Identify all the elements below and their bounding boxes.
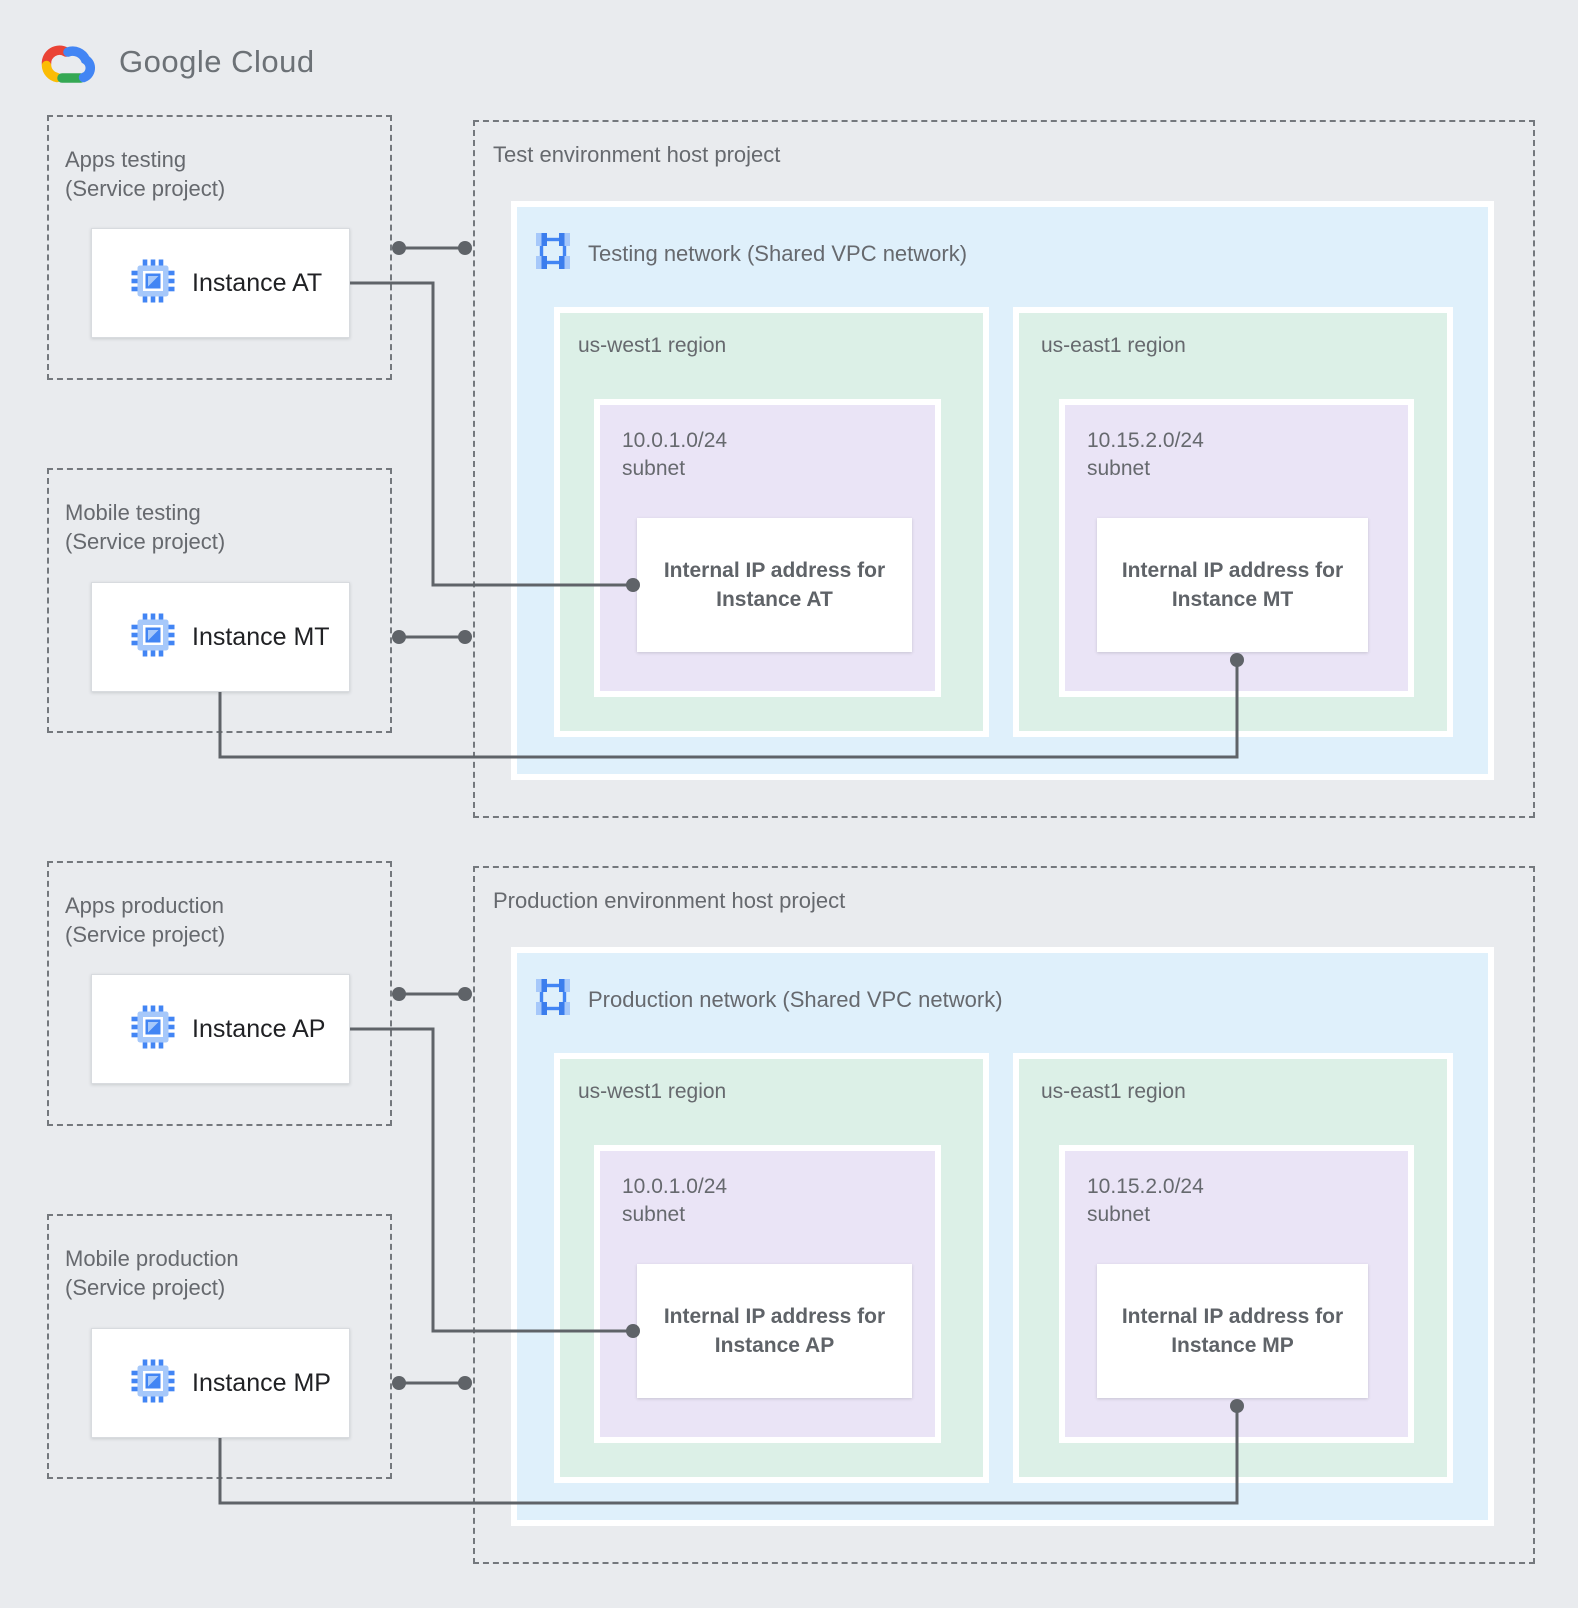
connector-dot <box>392 987 406 1001</box>
region-label-us-east1: us-east1 region <box>1041 1080 1186 1103</box>
service-project-name: Mobile production <box>65 1246 239 1271</box>
subnet-word: subnet <box>622 1203 686 1226</box>
connector-dot <box>392 241 406 255</box>
vpc-icon-slot <box>533 977 573 1022</box>
region-label-us-west1: us-west1 region <box>578 1080 727 1103</box>
subnet-label-west: 10.0.1.0/24 subnet <box>622 1173 727 1229</box>
instance-card-mt: Instance MT <box>91 582 350 692</box>
ip-line1: Internal IP address for <box>1121 1305 1344 1328</box>
instance-card-at: Instance AT <box>91 228 350 338</box>
instance-name: Instance MT <box>192 622 330 651</box>
connector-dot <box>392 1376 406 1390</box>
vpc-network-icon <box>536 233 570 269</box>
ip-line1: Internal IP address for <box>1121 559 1344 582</box>
chip-icon-slot <box>130 1004 176 1055</box>
instance-name: Instance MP <box>192 1368 331 1397</box>
subnet-label-east: 10.15.2.0/24 subnet <box>1087 427 1204 483</box>
compute-instance-icon <box>131 1005 175 1048</box>
instance-card-mp: Instance MP <box>91 1328 350 1438</box>
service-project-type: (Service project) <box>65 922 226 947</box>
service-project-type: (Service project) <box>65 176 226 201</box>
network-label: Production network (Shared VPC network) <box>588 987 1003 1012</box>
ip-line1: Internal IP address for <box>663 1305 886 1328</box>
subnet-word: subnet <box>1087 1203 1151 1226</box>
ip-line2: Instance MT <box>1171 588 1294 611</box>
instance-name: Instance AT <box>192 268 323 297</box>
subnet-cidr: 10.0.1.0/24 <box>622 429 728 452</box>
service-project-type: (Service project) <box>65 529 226 554</box>
instance-card-ap: Instance AP <box>91 974 350 1084</box>
subnet-word: subnet <box>622 457 686 480</box>
service-project-box-apps-production <box>47 861 392 1126</box>
connector-dot <box>458 1376 472 1390</box>
internal-ip-card-instance-mt: Internal IP address for Instance MT <box>1097 518 1368 652</box>
host-project-title: Production environment host project <box>493 888 846 913</box>
compute-instance-icon <box>131 613 175 656</box>
section-production-environment: Production environment host project Prod… <box>0 861 1578 1564</box>
subnet-cidr: 10.15.2.0/24 <box>1087 1175 1204 1198</box>
subnet-cidr: 10.15.2.0/24 <box>1087 429 1204 452</box>
ip-line2: Instance AT <box>716 588 833 611</box>
google-cloud-wordmark: Google Cloud <box>119 44 315 79</box>
ip-line2: Instance MP <box>1171 1334 1294 1357</box>
chip-icon-slot <box>130 258 176 309</box>
ip-line2: Instance AP <box>714 1334 835 1357</box>
internal-ip-card-instance-ap: Internal IP address for Instance AP <box>637 1264 912 1398</box>
connector-dot <box>458 987 472 1001</box>
service-project-label: Mobile testing (Service project) <box>65 498 225 556</box>
service-project-name: Mobile testing <box>65 500 201 525</box>
region-label-us-west1: us-west1 region <box>578 334 727 357</box>
connector-dot <box>458 630 472 644</box>
vpc-network-icon <box>536 979 570 1015</box>
google-cloud-icon <box>41 45 96 83</box>
subnet-cidr: 10.0.1.0/24 <box>622 1175 728 1198</box>
internal-ip-card-instance-at: Internal IP address for Instance AT <box>637 518 912 652</box>
compute-instance-icon <box>131 1359 175 1402</box>
chip-icon-slot <box>130 1358 176 1409</box>
connector-dot <box>458 241 472 255</box>
region-label-us-east1: us-east1 region <box>1041 334 1186 357</box>
compute-instance-icon <box>131 259 175 302</box>
service-project-box-apps-testing <box>47 115 392 380</box>
service-project-label: Mobile production (Service project) <box>65 1244 239 1302</box>
service-project-name: Apps testing <box>65 147 187 172</box>
network-label: Testing network (Shared VPC network) <box>588 241 968 266</box>
host-project-title: Test environment host project <box>493 142 781 167</box>
service-project-label: Apps production (Service project) <box>65 891 225 949</box>
subnet-label-east: 10.15.2.0/24 subnet <box>1087 1173 1204 1229</box>
section-test-environment: Test environment host project Testing ne… <box>0 115 1578 818</box>
chip-icon-slot <box>130 612 176 663</box>
service-project-name: Apps production <box>65 893 224 918</box>
connector-dot <box>392 630 406 644</box>
instance-name: Instance AP <box>192 1014 326 1043</box>
google-cloud-logo: Google Cloud <box>33 38 315 86</box>
internal-ip-card-instance-mp: Internal IP address for Instance MP <box>1097 1264 1368 1398</box>
ip-line1: Internal IP address for <box>663 559 886 582</box>
subnet-label-west: 10.0.1.0/24 subnet <box>622 427 727 483</box>
subnet-word: subnet <box>1087 457 1151 480</box>
service-project-label: Apps testing (Service project) <box>65 145 225 203</box>
service-project-type: (Service project) <box>65 1275 226 1300</box>
vpc-icon-slot <box>533 231 573 276</box>
